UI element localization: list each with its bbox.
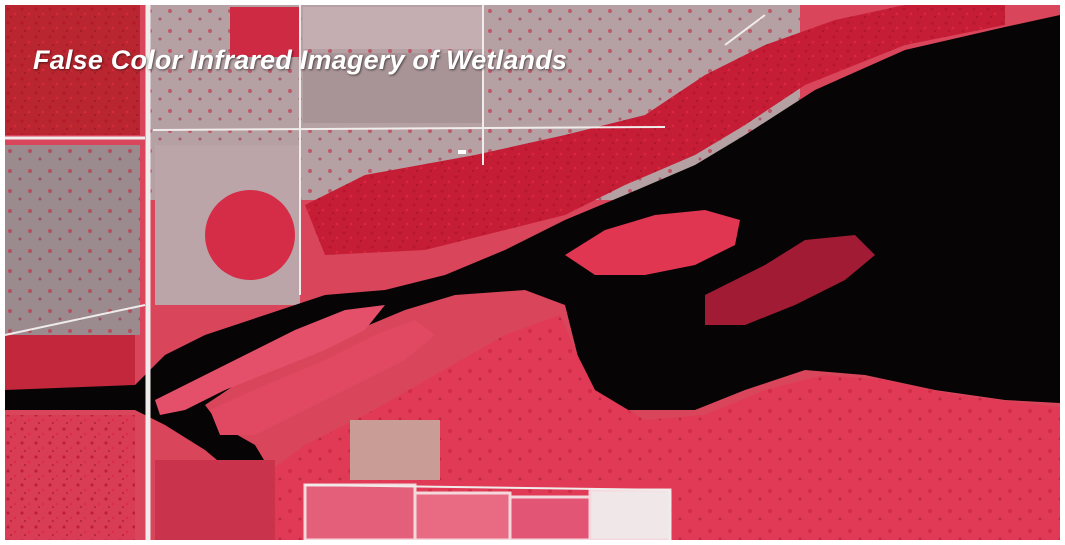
bay-island xyxy=(565,210,740,275)
field-plot-1 xyxy=(230,7,300,57)
field-plot-3 xyxy=(303,53,483,123)
white-marker xyxy=(458,150,466,154)
field-plot-2 xyxy=(303,7,483,49)
tan-field xyxy=(350,420,440,480)
field-left-low xyxy=(5,335,135,395)
field-bottom-mid xyxy=(155,460,275,540)
false-color-scene xyxy=(5,5,1060,540)
delta-island-1 xyxy=(155,305,385,415)
marsh-fingers xyxy=(705,235,875,325)
wetland-aerial-image: False Color Infrared Imagery of Wetlands xyxy=(5,5,1060,540)
image-title: False Color Infrared Imagery of Wetlands xyxy=(33,45,568,75)
salt-ponds xyxy=(303,483,672,540)
roads xyxy=(5,5,766,540)
delta-island-2 xyxy=(210,320,435,435)
